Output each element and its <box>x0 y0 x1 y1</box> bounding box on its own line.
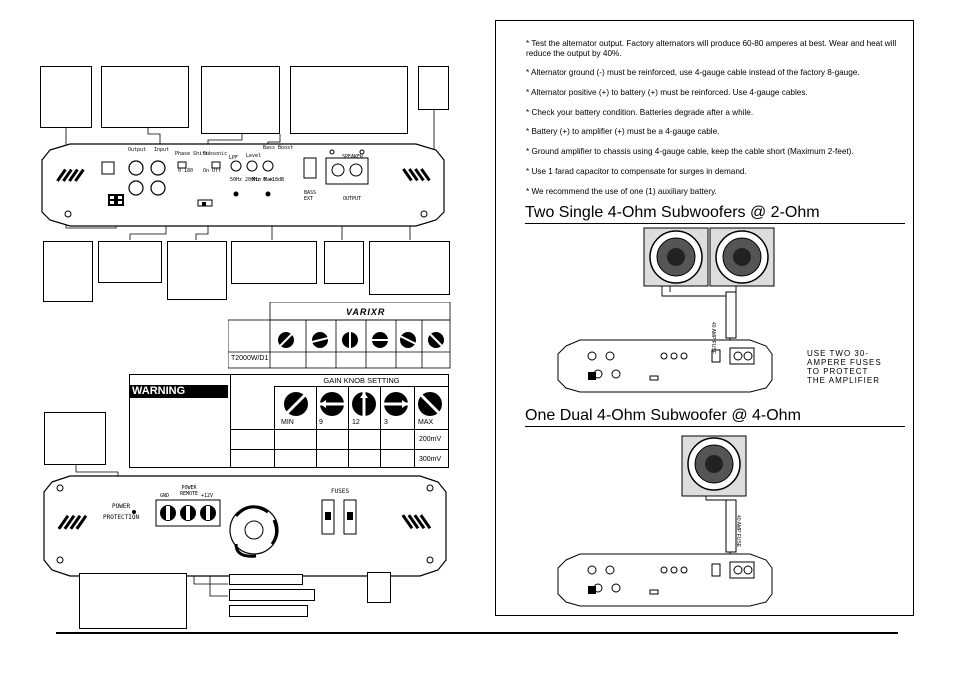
fuse-label-top: 40 AMP FUSE <box>710 322 716 355</box>
top-amp-lpf-values: 50Hz 200Hz <box>230 177 261 183</box>
callout-box <box>229 605 308 617</box>
top-amp-level-label: Level <box>246 153 262 159</box>
warning-col-line <box>380 386 381 468</box>
top-amp-input-label: Input <box>154 147 170 153</box>
model-label: T2000W/D1 <box>231 355 269 362</box>
warning-col-line <box>348 386 349 468</box>
power-led-label: POWER <box>112 503 131 510</box>
gain-row-200mv: 200mV <box>419 436 442 443</box>
top-amp-speaker-label: SPEAKER <box>342 154 364 160</box>
callout-box <box>40 66 92 128</box>
warning-row-line <box>230 429 449 430</box>
heading-two-subwoofers: Two Single 4-Ohm Subwoofers @ 2-Ohm <box>525 204 905 224</box>
callout-box <box>43 241 93 302</box>
top-amp-output-label: Output <box>128 147 147 153</box>
12v-terminal-label: +12V <box>201 493 214 499</box>
warning-header-line <box>274 386 449 387</box>
callout-box <box>79 573 187 629</box>
protection-led-label: PROTECTION <box>103 514 140 521</box>
brand-logo: VARIXR <box>346 307 386 317</box>
gnd-terminal-label: GND <box>160 493 170 499</box>
heading-one-dual-subwoofer: One Dual 4-Ohm Subwoofer @ 4-Ohm <box>525 407 905 427</box>
top-amp-level-values: Min Max <box>252 177 274 183</box>
gain-knob-table <box>228 302 451 369</box>
top-amplifier-diagram <box>41 110 445 240</box>
two-subwoofer-wiring-diagram <box>557 227 775 393</box>
right-panel-frame <box>495 20 914 616</box>
fuse-label-bottom: 40 AMP FUSE <box>735 515 741 548</box>
callout-box <box>290 66 408 134</box>
top-amp-bass-boost-label: Bass Boost <box>263 145 294 151</box>
callout-box <box>231 241 317 284</box>
warning-row-line <box>230 449 449 450</box>
callout-box <box>369 241 450 295</box>
callout-box <box>229 574 303 585</box>
top-amp-phase-label: Phase Shift <box>175 151 209 157</box>
callout-box <box>44 412 106 465</box>
gain-col-9: 9 <box>319 419 323 426</box>
gain-row-300mv: 300mV <box>419 456 442 463</box>
warning-divider <box>230 374 231 468</box>
fuse-protection-note: USE TWO 30-AMPERE FUSES TO PROTECT THE A… <box>807 349 882 385</box>
note-capacitor: * Use 1 farad capacitor to compensate fo… <box>526 167 747 176</box>
note-alternator-output: * Test the alternator output. Factory al… <box>526 39 897 58</box>
note-alternator-ground: * Alternator ground (-) must be reinforc… <box>526 68 860 77</box>
gain-knob-setting-header: GAIN KNOB SETTING <box>323 376 400 385</box>
callout-box <box>418 66 449 110</box>
note-battery-condition: * Check your battery condition. Batterie… <box>526 108 754 117</box>
callout-box <box>101 66 189 128</box>
callout-box <box>201 66 280 134</box>
callout-box <box>98 241 162 283</box>
top-amp-lpf-label: LPF <box>229 155 239 161</box>
gain-knob-icons <box>284 392 442 416</box>
gain-col-12: 12 <box>352 419 360 426</box>
top-amp-boost-values: 0 +18dB <box>263 177 285 183</box>
callout-box <box>324 241 364 284</box>
note-ground-amp: * Ground amplifier to chassis using 4-ga… <box>526 147 854 156</box>
gain-col-max: MAX <box>418 419 434 426</box>
page-bottom-rule <box>56 632 898 634</box>
note-aux-battery: * We recommend the use of one (1) auxili… <box>526 187 717 196</box>
top-amp-subsonic-label: Subsonic <box>203 151 228 157</box>
remote-terminal-label: POWER REMOTE <box>179 485 199 497</box>
warning-title: WARNING <box>130 385 228 398</box>
gain-col-min: MIN <box>281 419 294 426</box>
dual-subwoofer-wiring-diagram <box>557 435 773 607</box>
warning-col-line <box>274 386 275 468</box>
fuses-label: FUSES <box>331 488 350 495</box>
callout-box <box>367 572 391 603</box>
top-amp-output-bottom-label: OUTPUT <box>343 196 362 202</box>
bottom-amplifier-diagram <box>43 464 447 597</box>
callout-box <box>229 589 315 601</box>
warning-col-line <box>414 386 415 468</box>
callout-box <box>167 241 227 300</box>
note-alternator-positive: * Alternator positive (+) to battery (+)… <box>526 88 808 97</box>
top-amp-phase-values: 0 180 <box>178 168 194 174</box>
gain-col-3: 3 <box>384 419 388 426</box>
top-amp-bass-ext-label: BASS EXT <box>304 190 317 202</box>
top-amp-sub-values: On Off <box>203 168 222 174</box>
warning-col-line <box>316 386 317 468</box>
note-battery-to-amp: * Battery (+) to amplifier (+) must be a… <box>526 127 720 136</box>
